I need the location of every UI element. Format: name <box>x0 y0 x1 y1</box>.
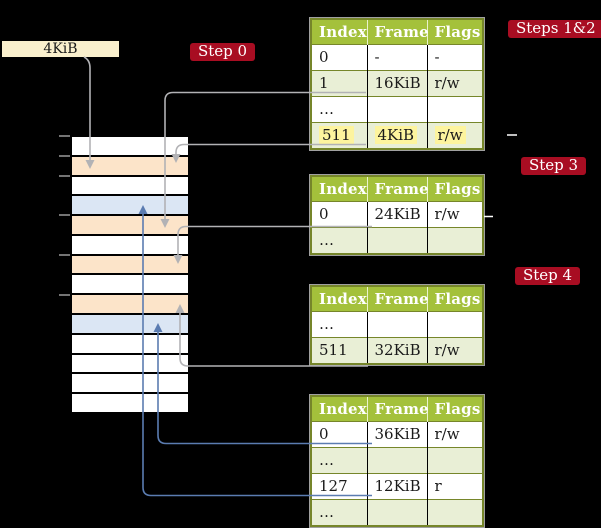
col-header-index: Index <box>311 19 367 45</box>
col-header-index: Index <box>311 176 367 202</box>
col-header-index: Index <box>311 286 367 312</box>
memory-frame-row-free <box>72 176 188 197</box>
table-header-row: Index Frame Flags <box>311 286 483 312</box>
table-row: … <box>311 227 483 254</box>
table-header-row: Index Frame Flags <box>311 396 483 422</box>
highlighted-cell: r/w <box>434 126 466 144</box>
col-header-frame: Frame <box>366 286 429 312</box>
table-row: … <box>311 447 483 474</box>
col-header-flags: Flags <box>426 396 483 422</box>
step-3-label: Step 3 <box>521 157 587 175</box>
col-header-flags: Flags <box>426 176 483 202</box>
memory-frame-row-page-table-frame <box>72 216 188 236</box>
table-row: 511 32KiB r/w <box>311 337 483 364</box>
memory-frame-row-mapped-frame <box>72 196 188 217</box>
table-row: 0 36KiB r/w <box>311 421 483 448</box>
memory-frame-row-free <box>72 137 188 157</box>
col-header-flags: Flags <box>426 286 483 312</box>
table-row-highlighted: 511 4KiB r/w <box>311 122 483 149</box>
memory-address-ticks <box>59 135 70 296</box>
table-row: 0 24KiB r/w <box>311 201 483 228</box>
memory-frame-row-page-table-frame <box>72 255 188 276</box>
table-row: … <box>311 311 483 338</box>
table-row: … <box>311 96 483 123</box>
memory-frame-row-free <box>72 374 188 395</box>
table-row: 1 16KiB r/w <box>311 70 483 97</box>
memory-frame-row-free <box>72 275 188 296</box>
step-0-label: Step 0 <box>190 43 256 61</box>
col-header-frame: Frame <box>366 19 429 45</box>
table-row: … <box>311 499 483 526</box>
physical-memory-column <box>70 135 190 414</box>
memory-frame-row-mapped-frame <box>72 315 188 335</box>
memory-frame-row-free <box>72 334 188 355</box>
memory-frame-row-page-table-frame <box>72 156 188 177</box>
table-row: 0 - - <box>311 44 483 71</box>
table-header-row: Index Frame Flags <box>311 176 483 202</box>
active-table-register-box: 4KiB <box>2 41 119 57</box>
step-4-label: Step 4 <box>515 267 581 285</box>
memory-frame-row-free <box>72 394 188 412</box>
highlighted-cell: 4KiB <box>374 126 418 144</box>
active-table-register-label: 4KiB <box>43 41 78 57</box>
col-header-frame: Frame <box>366 176 429 202</box>
memory-frame-row-page-table-frame <box>72 295 188 316</box>
memory-frame-row-free <box>72 235 188 256</box>
col-header-index: Index <box>311 396 367 422</box>
memory-frame-row-free <box>72 354 188 375</box>
table-row: 127 12KiB r <box>311 473 483 500</box>
table-header-row: Index Frame Flags <box>311 19 483 45</box>
page-table-level-3: Index Frame Flags 0 24KiB r/w … <box>310 175 484 255</box>
col-header-flags: Flags <box>426 19 483 45</box>
page-table-level-1: Index Frame Flags 0 36KiB r/w … 127 12Ki… <box>310 395 484 527</box>
highlighted-cell: 511 <box>319 126 354 144</box>
steps-1-2-label: Steps 1&2 <box>508 20 601 38</box>
page-table-level-4: Index Frame Flags 0 - - 1 16KiB r/w … <box>310 18 484 150</box>
col-header-frame: Frame <box>366 396 429 422</box>
page-table-level-2: Index Frame Flags … 511 32KiB r/w <box>310 285 484 365</box>
